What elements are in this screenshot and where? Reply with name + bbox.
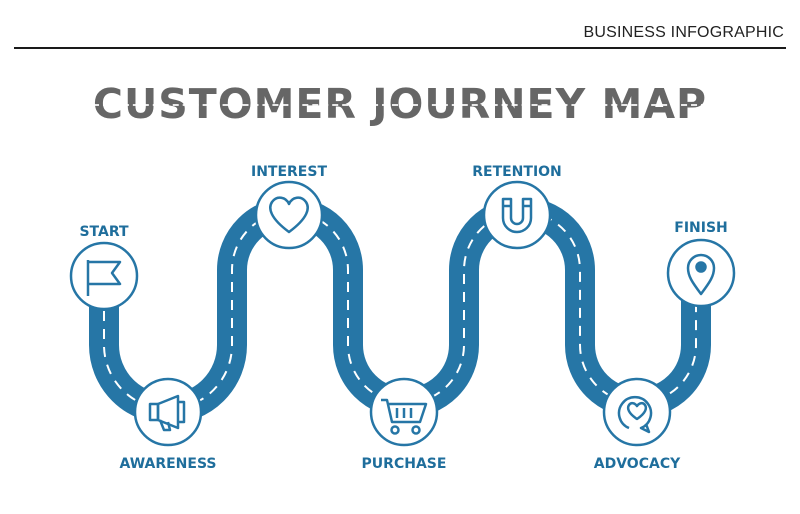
stage-awareness: AWARENESS	[119, 377, 217, 472]
page-title: CUSTOMER JOURNEY MAP	[0, 80, 800, 128]
stage-label: AWARENESS	[119, 456, 216, 472]
magnet-icon	[501, 197, 533, 234]
stage-label: ADVOCACY	[594, 456, 681, 472]
stage-interest: INTEREST	[251, 164, 327, 250]
stage-label: FINISH	[674, 220, 728, 236]
stage-advocacy: ADVOCACY	[594, 377, 681, 472]
heart-speech-bubble-icon	[617, 396, 653, 434]
stage-label: START	[79, 224, 129, 240]
page-title-text: CUSTOMER JOURNEY MAP	[92, 80, 708, 128]
location-pin-icon	[686, 253, 716, 296]
stage-start: START	[69, 224, 139, 311]
header-label: BUSINESS INFOGRAPHIC	[583, 24, 784, 41]
heart-icon	[269, 196, 309, 234]
header-rule	[14, 47, 786, 49]
stage-finish: FINISH	[666, 220, 736, 308]
shopping-cart-icon	[381, 398, 428, 435]
stage-label: INTEREST	[251, 164, 327, 180]
flag-icon	[86, 260, 122, 296]
megaphone-icon	[148, 394, 186, 432]
stage-label: RETENTION	[472, 164, 562, 180]
stage-label: PURCHASE	[362, 456, 447, 472]
stage-retention: RETENTION	[472, 164, 562, 250]
stage-purchase: PURCHASE	[362, 377, 447, 472]
